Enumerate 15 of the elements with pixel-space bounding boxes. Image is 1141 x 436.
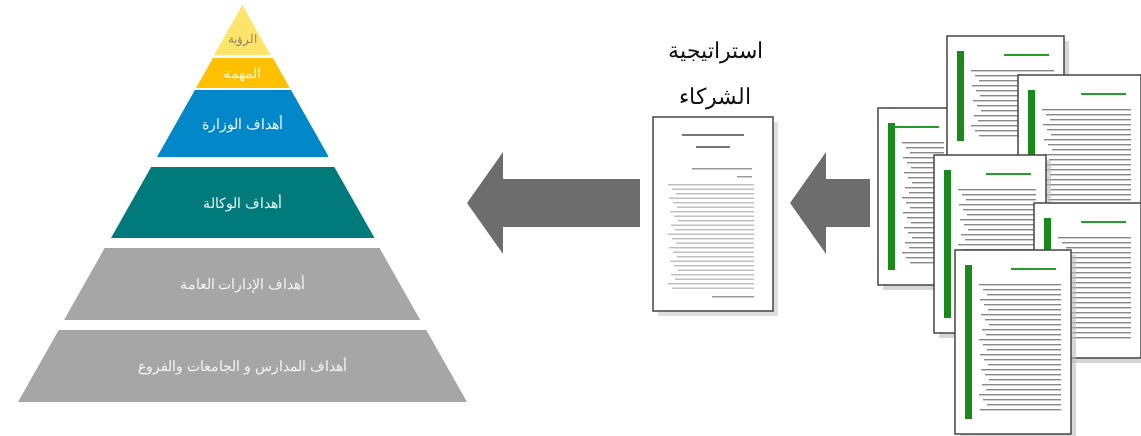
level-label: أهداف الإدارات العامة [179, 276, 306, 292]
level-label: المهمة [223, 65, 262, 81]
pyramid-level [64, 248, 421, 320]
block-arrow [467, 152, 640, 254]
document-title: استراتيجية الشركاء [666, 37, 764, 112]
level-label: أهداف الوكالة [203, 194, 282, 211]
block-arrow [790, 152, 870, 254]
level-label: الرؤية [228, 32, 257, 46]
pyramid-level [195, 58, 290, 88]
pyramid-level [214, 5, 271, 55]
level-label: أهداف الوزارة [202, 115, 283, 132]
level-label: أهداف المدارس و الجامعات والفروع [138, 358, 347, 374]
pyramid-level [18, 330, 467, 402]
pyramid-level [110, 167, 375, 238]
pyramid-level [156, 90, 329, 157]
